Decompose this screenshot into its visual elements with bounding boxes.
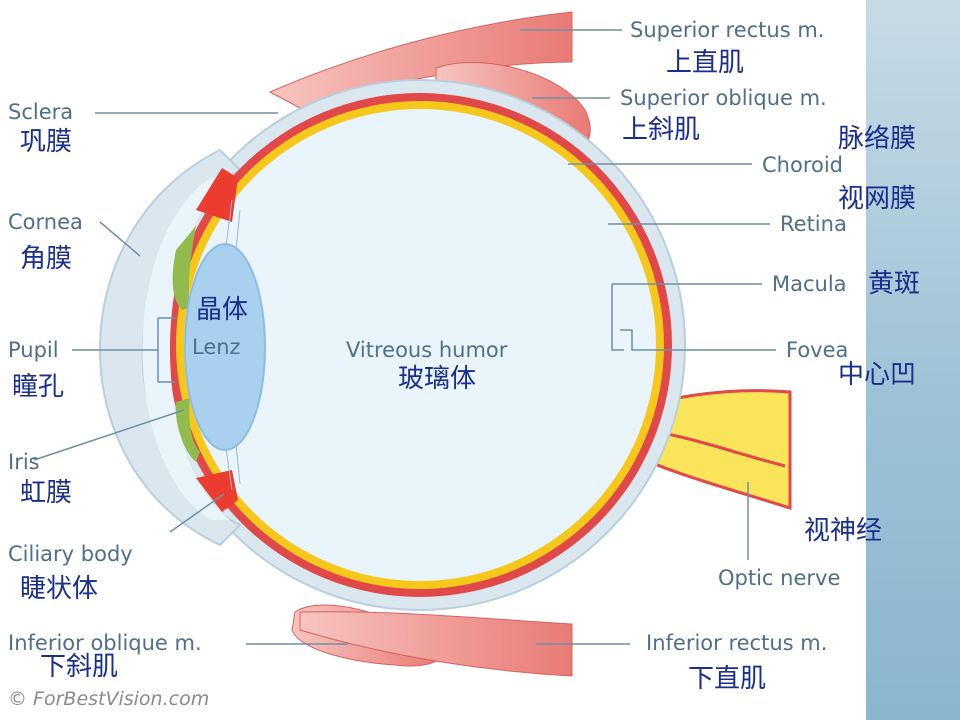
zonule-fibers (225, 199, 241, 491)
label-zh-superior-oblique: 上斜肌 (622, 115, 701, 145)
ciliary-body-upper (196, 168, 238, 222)
label-inferior-oblique: Inferior oblique m. (8, 631, 202, 655)
label-zh-ciliary-body: 睫状体 (20, 574, 99, 604)
label-retina: Retina (780, 212, 847, 236)
label-zh-choroid: 脉络膜 (838, 124, 917, 154)
label-macula: Macula (772, 272, 847, 296)
label-zh-iris: 虹膜 (20, 478, 73, 508)
iris-upper (172, 226, 196, 310)
label-iris: Iris (8, 450, 40, 474)
label-zh-inferior-rectus: 下直肌 (688, 664, 767, 694)
label-zh-sclera: 巩膜 (20, 127, 73, 157)
label-choroid: Choroid (762, 153, 844, 177)
label-zh-superior-rectus: 上直肌 (666, 48, 745, 78)
label-optic-nerve: Optic nerve (718, 566, 841, 590)
label-zh-macula: 黄斑 (868, 269, 921, 299)
label-zh-lens: 晶体 (196, 295, 249, 325)
leader-lines (33, 29, 776, 645)
lens (184, 243, 266, 451)
label-vitreous-humor: Vitreous humor (346, 338, 508, 362)
label-lens: Lenz (192, 335, 241, 359)
copyright-watermark: © ForBestVision.com (8, 688, 210, 710)
label-fovea: Fovea (786, 338, 849, 362)
label-sclera: Sclera (8, 100, 74, 124)
label-pupil: Pupil (8, 338, 59, 362)
label-superior-rectus: Superior rectus m. (630, 18, 825, 42)
label-zh-retina: 视网膜 (838, 184, 917, 214)
label-cornea: Cornea (8, 210, 83, 234)
anterior-chamber (142, 178, 230, 520)
label-inferior-rectus: Inferior rectus m. (646, 631, 828, 655)
vitreous-body (184, 109, 656, 581)
label-zh-inferior-oblique: 下斜肌 (40, 652, 119, 682)
label-superior-oblique: Superior oblique m. (620, 86, 827, 110)
label-zh-fovea: 中心凹 (838, 360, 917, 390)
iris-lower (175, 398, 200, 462)
label-zh-optic-nerve: 视神经 (804, 516, 883, 546)
label-zh-pupil: 瞳孔 (12, 372, 65, 402)
inferior-rectus-muscle (299, 611, 573, 677)
label-zh-vitreous: 玻璃体 (398, 364, 477, 394)
decorative-sidebar (866, 0, 960, 720)
label-zh-cornea: 角膜 (20, 244, 73, 274)
ciliary-body-lower (196, 470, 238, 512)
label-ciliary-body: Ciliary body (8, 542, 133, 566)
